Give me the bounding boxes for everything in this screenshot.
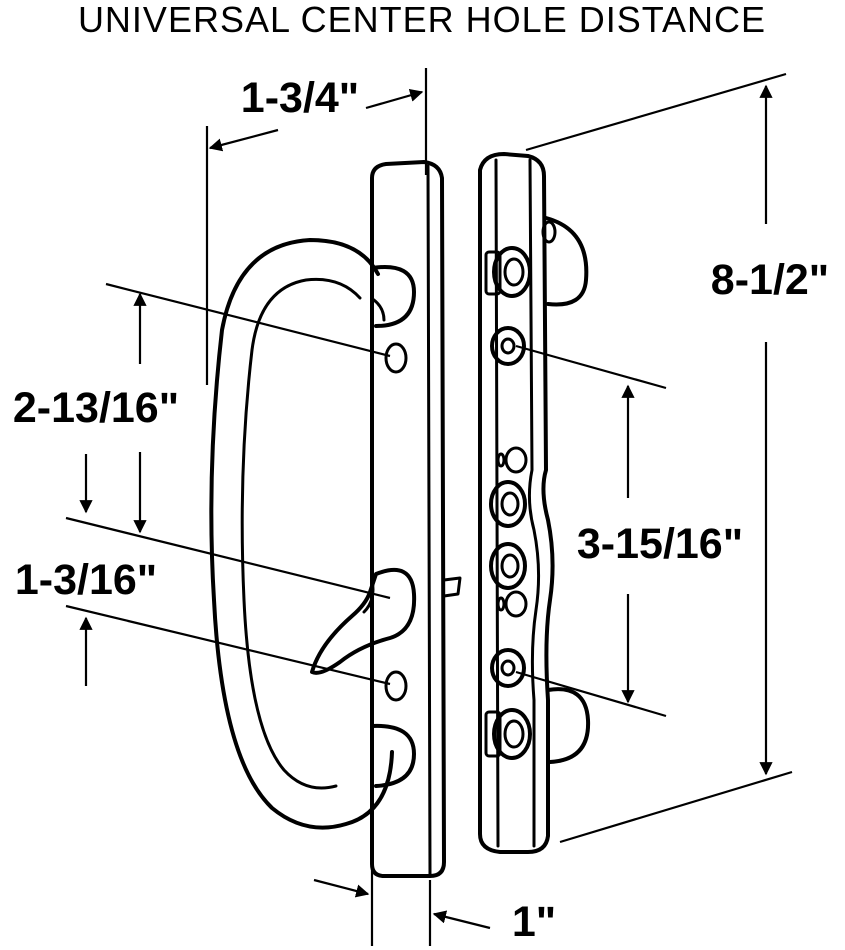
height-label: 8-1/2": [711, 256, 829, 304]
lower-screw-hole: [384, 670, 408, 702]
dimension-upper-hole: 2-13/16": [13, 282, 391, 600]
lower-hole-label: 1-3/16": [15, 556, 157, 604]
dimension-lower-hole: 1-3/16": [15, 454, 391, 686]
diagram-title: UNIVERSAL CENTER HOLE DISTANCE: [78, 0, 766, 40]
depth-label: 1-3/4": [241, 74, 359, 122]
mechanism-upper: [489, 480, 527, 528]
lower-mount-hole: [490, 648, 526, 688]
dimension-height: 8-1/2": [525, 72, 829, 844]
dimension-width: 1": [313, 868, 556, 946]
width-label: 1": [512, 898, 556, 946]
handle-grip-outer: [209, 238, 394, 830]
width-arrow-right: [432, 910, 491, 930]
width-arrow-left: [313, 878, 370, 898]
depth-arrow-left: [208, 128, 279, 152]
top-screw-boss: [492, 246, 532, 298]
upper-hole-label: 2-13/16": [13, 384, 179, 432]
latch-lever: [310, 568, 417, 675]
mortise-pull-illustration: [478, 152, 591, 854]
upper-mount-hole: [490, 326, 526, 366]
dimension-mortise-hole: 3-15/16": [515, 344, 743, 718]
dimension-depth: 1-3/4": [205, 68, 428, 385]
plate-edge-line: [426, 164, 432, 876]
handle-escutcheon-plate: [370, 160, 446, 878]
mortise-pull-body: [478, 152, 555, 854]
depth-arrow-right: [365, 88, 424, 110]
bottom-lug: [546, 687, 591, 764]
latch-tab: [442, 576, 462, 598]
handle-illustration: [209, 160, 462, 878]
mortise-hole-label: 3-15/16": [577, 520, 743, 568]
handle-grip-inner: [240, 277, 362, 790]
bottom-screw-boss: [492, 708, 532, 760]
mechanism-lower: [489, 542, 527, 590]
upper-screw-hole: [384, 342, 408, 374]
lower-grip-mount: [370, 723, 416, 788]
upper-grip-mount: [370, 265, 416, 328]
top-lug: [544, 216, 589, 307]
